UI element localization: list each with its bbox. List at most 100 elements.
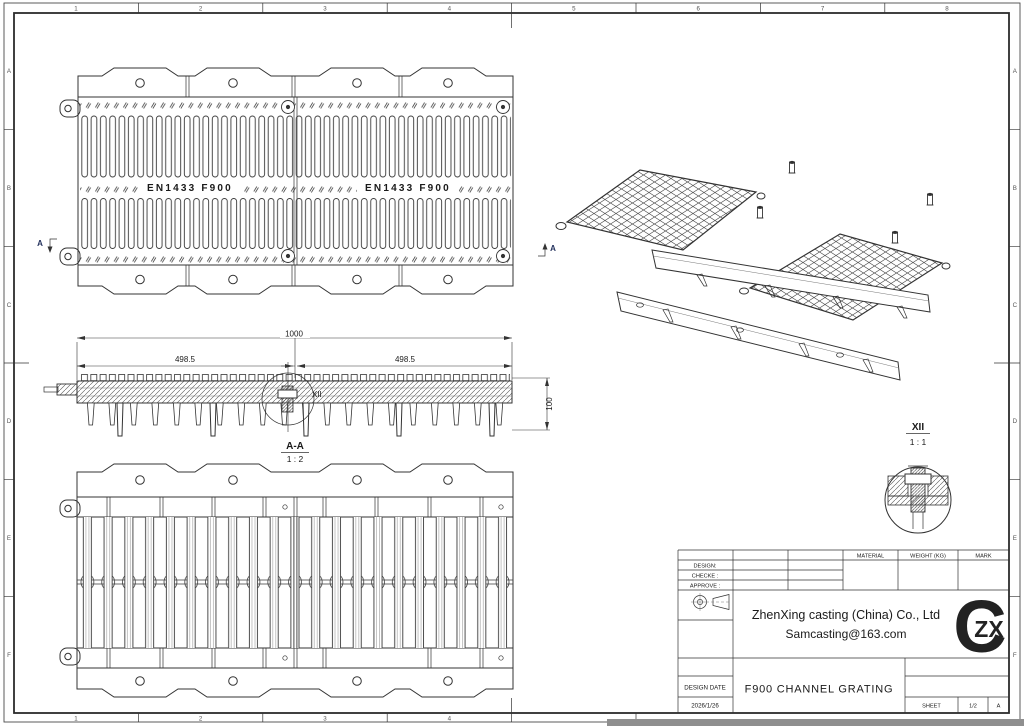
zone-label: A — [7, 68, 12, 75]
zone-label: B — [7, 185, 11, 192]
zone-label: 4 — [448, 716, 452, 723]
zone-label: 4 — [448, 6, 452, 13]
sheet-value: 1/2 — [969, 704, 977, 710]
rail-hole — [443, 475, 453, 485]
rail-hole — [352, 475, 362, 485]
lock-bolts — [281, 100, 510, 263]
zone-label: D — [1013, 418, 1018, 425]
top-view-grating: EN1433 F900 EN1433 F900 A A — [37, 67, 556, 295]
bottom-rail — [77, 264, 514, 295]
mark-label: MARK — [975, 554, 991, 560]
side-tab — [59, 499, 81, 518]
section-cut-marker-left: A — [37, 238, 57, 253]
upper-band-posts — [106, 497, 484, 517]
iso-panel-tab — [756, 192, 766, 200]
dim-1000: 1000 — [77, 329, 512, 340]
rail-hole — [443, 274, 453, 285]
zone-label: D — [7, 418, 12, 425]
detail-scale-text: 1 : 1 — [910, 437, 927, 447]
iso-bolt — [788, 160, 796, 174]
material-label: MATERIAL — [857, 554, 885, 560]
section-legs — [80, 403, 510, 427]
page-edge-band — [607, 719, 1024, 726]
rail-segment-ticks — [185, 76, 403, 286]
small-hole — [282, 504, 288, 510]
en1433-stamp-right: EN1433 F900 — [365, 183, 451, 194]
zone-label: B — [1013, 185, 1017, 192]
small-hole — [498, 655, 504, 661]
side-tab — [59, 99, 81, 118]
rail-hole — [352, 78, 362, 88]
iso-panel-tab — [555, 222, 567, 230]
approve-label: APPROVE : — [690, 584, 721, 590]
projection-symbol — [691, 593, 731, 611]
rail-hole — [443, 78, 453, 88]
rail-hole — [228, 78, 238, 88]
checke-label: CHECKE : — [692, 574, 719, 580]
rail-hole — [135, 475, 145, 485]
rail-hole — [228, 676, 238, 686]
section-a-a: 1000 498.5 498.5 100 XII — [43, 329, 554, 464]
zone-label: 2 — [199, 6, 203, 13]
zone-label: C — [7, 302, 12, 309]
panel-divider — [293, 497, 298, 668]
company-logo: C ZX — [953, 585, 1006, 668]
zone-label: E — [1013, 535, 1017, 542]
rail-hole — [352, 676, 362, 686]
iso-bolt — [926, 192, 934, 206]
detail-xii: XII 1 : 1 — [884, 422, 952, 534]
zone-label: A — [1013, 68, 1018, 75]
detail-bolt-legs — [912, 512, 924, 529]
zone-label: F — [1013, 652, 1017, 659]
cut-label-a-left: A — [37, 239, 43, 248]
section-title-text: A-A — [286, 441, 304, 452]
zone-label: C — [1013, 302, 1018, 309]
cut-label-a-right: A — [550, 244, 556, 253]
slot-field-upper — [80, 113, 511, 180]
zone-label: 3 — [323, 716, 327, 723]
rail-hole — [135, 274, 145, 285]
iso-bolt — [756, 205, 764, 219]
side-tab — [59, 247, 81, 266]
en1433-stamp-left: EN1433 F900 — [147, 183, 233, 194]
sheet-label: SHEET — [922, 704, 941, 710]
stamp-backing — [357, 181, 459, 196]
outer-border — [3, 2, 1021, 723]
zone-ticks-right — [1009, 129, 1020, 597]
sheet-frame: 1 2 3 4 5 6 7 8 1 2 3 4 A B C D E F A B … — [3, 2, 1021, 723]
lower-band-posts — [106, 648, 484, 668]
zone-ticks-top — [138, 3, 886, 13]
rail-hole — [135, 676, 145, 686]
iso-bolt — [891, 230, 899, 244]
design-date-value: 2026/1/26 — [691, 703, 719, 710]
stamp-backing — [139, 181, 241, 196]
rail-hole — [228, 475, 238, 485]
weight-label: WEIGHT (KG) — [910, 554, 946, 560]
side-tab — [59, 647, 81, 666]
dim-total-text: 1000 — [285, 330, 303, 339]
iso-panel-tab — [941, 262, 951, 270]
iso-grating-panel-2 — [748, 233, 944, 321]
design-label: DESIGN: — [693, 564, 716, 570]
logo-zx: ZX — [974, 616, 1004, 642]
design-date-label: DESIGN DATE — [684, 685, 725, 692]
antislip-band — [80, 251, 511, 265]
tab-hole — [64, 652, 72, 661]
zone-label: 7 — [821, 6, 825, 13]
iso-panel-tab — [739, 287, 749, 295]
iso-channel-rail-1 — [651, 249, 931, 319]
detail-bolt-head — [904, 473, 932, 485]
zone-label: 2 — [199, 716, 203, 723]
rail-hole — [135, 78, 145, 88]
section-scale-text: 1 : 2 — [287, 454, 304, 464]
section-title: A-A 1 : 2 — [281, 441, 309, 464]
slot-field-lower — [80, 196, 511, 251]
title-block-hlines — [678, 549, 1009, 698]
isometric-exploded-view — [555, 160, 951, 381]
zone-label: 1 — [74, 716, 78, 723]
bottom-rail — [76, 667, 514, 698]
detail-callout-xii: XII — [261, 362, 322, 432]
small-hole — [282, 655, 288, 661]
title-block: MATERIAL WEIGHT (KG) MARK DESIGN: CHECKE… — [677, 549, 1009, 713]
